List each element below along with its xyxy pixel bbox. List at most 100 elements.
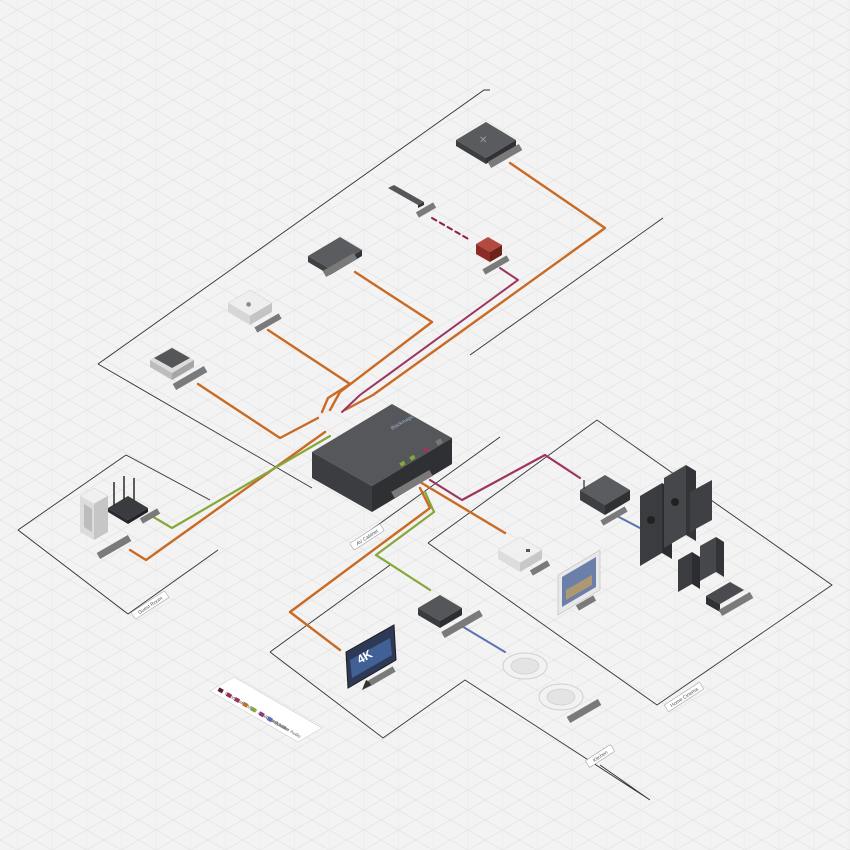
cable-speaker-cinema [614, 514, 641, 529]
device-left [580, 490, 605, 515]
device-right [250, 303, 272, 325]
device-tag-game-console [487, 143, 523, 169]
device-tag-projector-screen [575, 595, 597, 611]
zone-outline-equipment-rack [97, 89, 664, 541]
switcher-side [372, 438, 452, 512]
device-left [108, 508, 128, 524]
device-tag-mac-mini [254, 313, 282, 333]
device-left [418, 608, 440, 628]
device-right [440, 608, 462, 628]
legend-swatch [258, 711, 265, 718]
legend-swatch [233, 697, 241, 703]
device-right [605, 490, 630, 515]
cable-hdmi-ir [341, 267, 519, 413]
device-right [172, 360, 194, 380]
device-tag-mac-pro [96, 534, 132, 560]
device-mac-pro[interactable] [79, 487, 109, 540]
switcher-front [312, 452, 372, 512]
device-ir-receiver[interactable] [476, 237, 502, 262]
zone-outline-kitchen [269, 564, 651, 801]
ceiling-speaker-grille [546, 688, 576, 706]
zone-outline-home-cinema [427, 419, 833, 706]
switcher-top [312, 404, 452, 486]
speaker-center-front [706, 596, 720, 612]
speaker-rear-left-side [692, 552, 700, 589]
device-satellite-receiver[interactable] [150, 347, 194, 380]
speaker-rear-right [700, 537, 716, 581]
zone-outlines [17, 89, 833, 801]
device-ceiling-speakers[interactable] [502, 652, 584, 711]
cable-sdi-extender [418, 480, 507, 535]
speaker-right-front [664, 465, 686, 548]
device-mac-mini[interactable]: ● [227, 289, 273, 325]
device-left [498, 550, 520, 572]
switcher-port [409, 454, 416, 461]
legend-swatch [225, 692, 233, 699]
speaker-center [706, 582, 744, 604]
device-av-receiver[interactable] [580, 475, 630, 515]
screen-image-highlight [566, 575, 592, 600]
device-right [94, 496, 108, 540]
device-tag-media-player [322, 252, 358, 278]
device-top-inset [154, 348, 190, 368]
device-left [476, 244, 490, 262]
device-hdmi-extender[interactable] [497, 536, 543, 572]
cable-hdmi-av-receiver [428, 453, 582, 502]
device-top [476, 237, 502, 252]
cable-speaker-ceiling [459, 624, 506, 653]
game-controller-icon: ✕ [479, 135, 487, 146]
speaker-rear-right-side [716, 537, 724, 577]
cable-ir-remote [431, 217, 471, 241]
device-tag-ir-receiver [482, 255, 510, 275]
legend-label: Optical [224, 691, 239, 702]
device-right [520, 550, 542, 572]
device-zone-amplifier[interactable] [418, 595, 462, 628]
device-tag-speaker-set [718, 591, 754, 617]
device-projector-screen[interactable] [557, 549, 601, 616]
legend-swatch [242, 701, 249, 708]
device-left [150, 360, 172, 380]
device-speaker-set[interactable] [640, 465, 744, 612]
device-left [456, 140, 486, 164]
legend-swatch [266, 716, 274, 723]
tv-screen-text: 4K [355, 647, 376, 667]
cable-analogue-router [148, 434, 332, 530]
cable-sdi-satellite [196, 382, 320, 440]
device-top [308, 237, 362, 269]
legend-swatch [217, 687, 224, 694]
cable-sdi-game-console [343, 161, 607, 412]
device-tag-kitchen-tv [368, 666, 396, 686]
device-game-console[interactable]: ✕ [456, 122, 516, 164]
zone-outline-guest-room [17, 454, 219, 615]
ceiling-speaker-grille [510, 657, 540, 675]
device-tag-wifi-router [139, 508, 161, 524]
device-top [388, 185, 424, 205]
apple-logo-icon: ● [246, 301, 251, 308]
device-remote-control[interactable] [388, 185, 424, 208]
device-tag-satellite-receiver [172, 365, 208, 391]
speaker-sub [690, 480, 712, 532]
device-wifi-router[interactable] [108, 476, 148, 524]
device-right [486, 140, 516, 164]
legend-item: Optical [217, 687, 239, 702]
device-tag-remote-control [415, 202, 437, 218]
device-tag-hdmi-extender [529, 560, 551, 576]
switcher-port [423, 446, 430, 453]
woofer-icon [671, 498, 679, 506]
speaker-rear-left [678, 552, 692, 592]
device-tag-main-switcher [391, 469, 433, 499]
switcher-port [435, 438, 443, 446]
cable-analogue-amplifier [374, 490, 436, 592]
legend-swatch [250, 706, 257, 713]
cables [128, 161, 641, 653]
device-right [490, 245, 502, 262]
legend-panel [209, 676, 323, 743]
cable-sdi-media-player [328, 270, 434, 412]
speaker-left-front [640, 483, 662, 566]
device-right [128, 508, 148, 524]
woofer-icon [647, 516, 655, 524]
device-main-switcher[interactable]: Blackmagic [312, 404, 452, 512]
device-side [418, 202, 424, 208]
cable-sdi-kitchen-tv [288, 486, 432, 652]
